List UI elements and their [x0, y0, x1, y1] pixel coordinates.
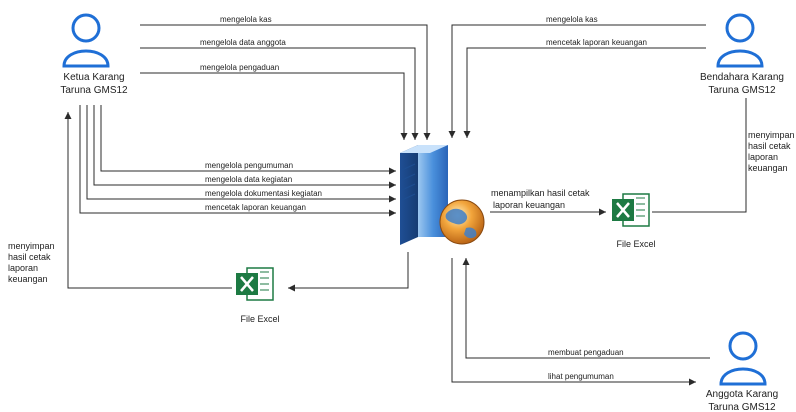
note-right: menyimpan hasil cetak laporan keuangan: [748, 130, 795, 173]
flow-label: mengelola pengaduan: [200, 63, 279, 72]
file-label-bottom: File Excel: [240, 314, 279, 324]
actor-ketua-name-1: Ketua Karang: [63, 72, 124, 83]
flow-label: mengelola dokumentasi kegiatan: [205, 189, 322, 198]
user-icon: [719, 331, 767, 386]
flow-label: mencetak laporan keuangan: [546, 38, 647, 47]
note-line: laporan: [748, 152, 778, 162]
output-label-1: menampilkan hasil cetak: [491, 188, 590, 198]
print-connector: [288, 252, 409, 292]
flow-label: mencetak laporan keuangan: [205, 203, 306, 212]
ketua-connectors: [79, 24, 431, 217]
flow-label: mengelola kas: [546, 15, 598, 24]
flow-label: mengelola data kegiatan: [205, 175, 292, 184]
actor-bendahara: Bendahara Karang Taruna GMS12: [700, 13, 784, 96]
excel-icon: [612, 193, 650, 227]
note-line: laporan: [8, 263, 38, 273]
server-icon: [400, 145, 485, 245]
note-line: menyimpan: [748, 130, 795, 140]
flow-label: lihat pengumuman: [548, 372, 614, 381]
note-line: hasil cetak: [8, 252, 51, 262]
save-connector-left: [64, 112, 232, 289]
excel-icon: [236, 267, 274, 301]
actor-bendahara-name-2: Taruna GMS12: [708, 85, 776, 96]
actor-anggota-name-1: Anggota Karang: [706, 389, 778, 400]
note-left: menyimpan hasil cetak laporan keuangan: [8, 241, 55, 284]
user-icon: [62, 13, 110, 68]
flow-label: mengelola data anggota: [200, 38, 286, 47]
file-label-right: File Excel: [616, 239, 655, 249]
output-label-2: laporan keuangan: [493, 200, 565, 210]
save-connector-right: [652, 98, 747, 213]
actor-anggota: Anggota Karang Taruna GMS12: [706, 331, 778, 412]
flow-label: mengelola kas: [220, 15, 272, 24]
note-line: hasil cetak: [748, 141, 791, 151]
note-line: menyimpan: [8, 241, 55, 251]
note-line: keuangan: [8, 274, 48, 284]
actor-bendahara-name-1: Bendahara Karang: [700, 72, 784, 83]
flow-label: mengelola pengumuman: [205, 161, 293, 170]
bendahara-connectors: [448, 24, 706, 138]
flow-label: membuat pengaduan: [548, 348, 624, 357]
note-line: keuangan: [748, 163, 788, 173]
anggota-connectors: [451, 258, 710, 386]
actor-ketua-name-2: Taruna GMS12: [60, 85, 128, 96]
actor-anggota-name-2: Taruna GMS12: [708, 402, 776, 412]
actor-ketua: Ketua Karang Taruna GMS12: [60, 13, 128, 96]
user-icon: [716, 13, 764, 68]
